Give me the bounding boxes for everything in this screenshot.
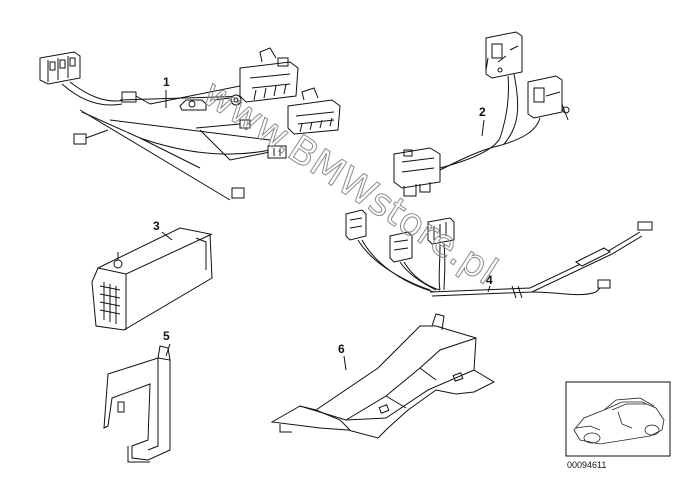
reference-number: 00094611	[567, 460, 606, 470]
callout-number: 1	[163, 75, 170, 89]
callout-number: 6	[338, 342, 345, 356]
callout-number: 2	[479, 105, 486, 119]
harness-2-connector	[393, 147, 441, 197]
callout-number: 5	[163, 329, 170, 343]
harness-connector-lower	[287, 87, 341, 135]
vehicle-thumbnail: 00094611	[565, 381, 671, 470]
wiring-harness-4	[345, 209, 653, 299]
triple-connector	[39, 51, 81, 85]
module-harness-2	[393, 31, 570, 197]
callout-number: 3	[153, 219, 160, 233]
mounting-tray-6	[270, 313, 496, 439]
wiring-harness-1	[39, 47, 341, 201]
watermark-text: www.BMWstore.pl	[195, 71, 505, 294]
callout-leaders	[161, 90, 491, 371]
callout-number: 4	[486, 273, 493, 287]
control-module-3	[91, 227, 213, 331]
harness-connector-upper	[239, 47, 299, 103]
bracket-5	[103, 345, 171, 463]
